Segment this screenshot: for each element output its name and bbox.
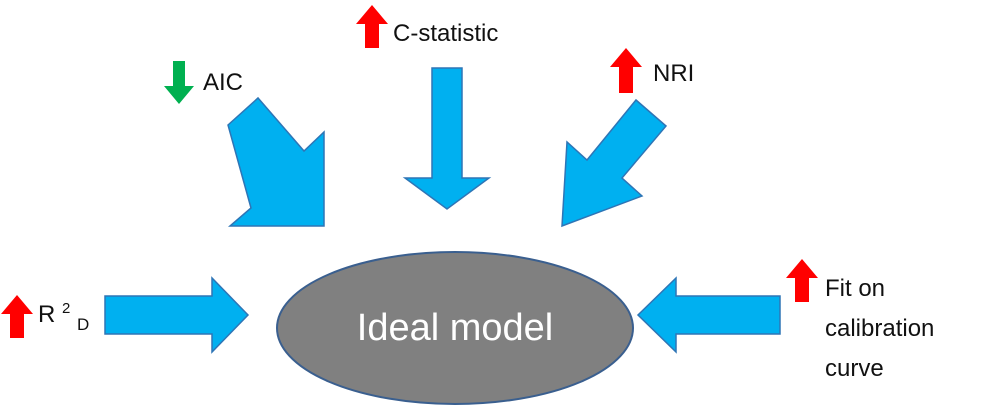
aic-arrow	[227, 96, 325, 227]
aic-label: AIC	[203, 69, 243, 96]
r2d-up-arrow-icon	[1, 295, 33, 338]
ideal-model-label: Ideal model	[357, 307, 553, 349]
fit-label-line2: calibration	[825, 315, 934, 342]
fit-arrow	[636, 276, 781, 354]
r2d-label-sub: D	[77, 315, 89, 334]
fit-up-arrow-icon	[786, 259, 818, 302]
nri-label: NRI	[653, 60, 694, 87]
fit-label: Fit on calibration curve	[825, 275, 941, 382]
nri-up-arrow-icon	[610, 48, 642, 93]
nri-arrow	[561, 98, 668, 228]
r2d-label-sup: 2	[62, 300, 70, 317]
ideal-model-ellipse	[276, 251, 634, 405]
aic-down-arrow-icon	[164, 61, 194, 104]
r2d-arrow	[104, 276, 250, 354]
cstat-label: C-statistic	[393, 20, 498, 47]
r2d-label: R 2 D	[38, 292, 89, 334]
fit-label-line3: curve	[825, 355, 884, 382]
fit-label-line1: Fit on	[825, 275, 885, 302]
cstat-up-arrow-icon	[356, 5, 388, 48]
cstat-arrow	[402, 67, 492, 210]
r2d-label-main: R	[38, 301, 55, 328]
